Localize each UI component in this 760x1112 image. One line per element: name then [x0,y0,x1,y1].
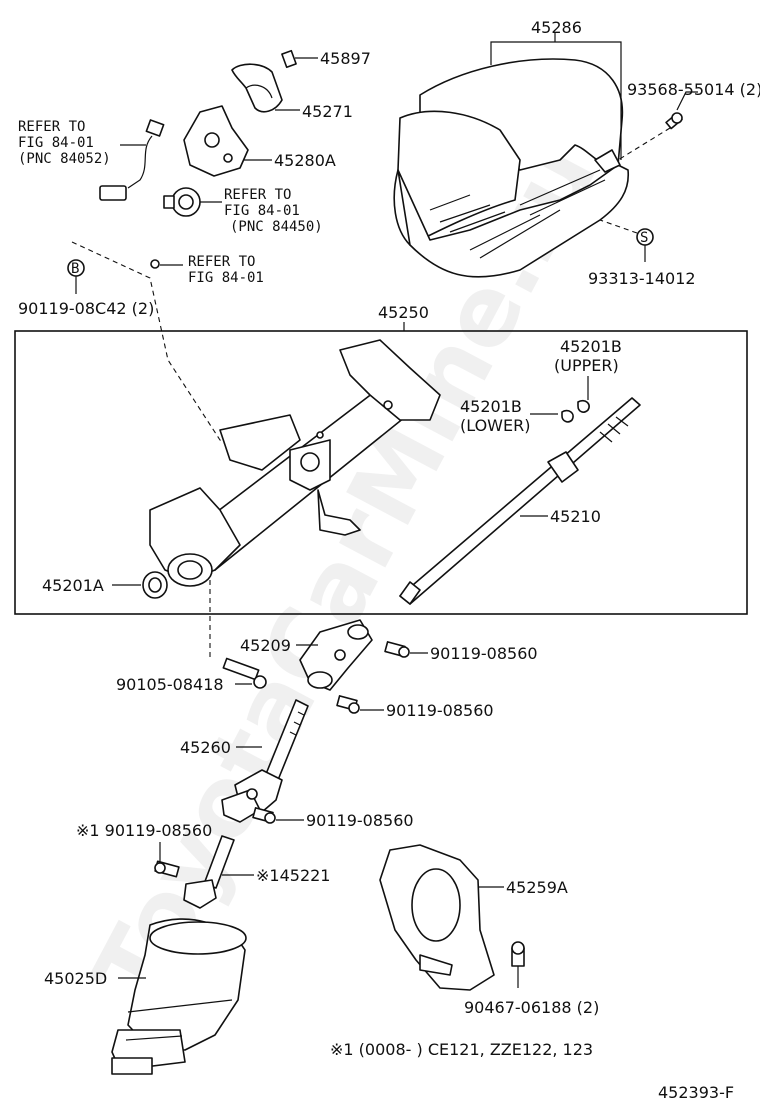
label-45210: 45210 [550,507,601,526]
column-cover-45286[interactable] [393,58,629,278]
refer1-line3: (PNC 84052) [18,151,111,167]
label-90467: 90467-06188 (2) [464,998,599,1017]
cover-45259A[interactable] [379,844,495,991]
boot-45025D[interactable] [111,918,247,1075]
label-93568: 93568-55014 (2) [627,80,760,99]
bolt-90119-08560-d[interactable] [154,860,180,878]
label-90119-08560-b: 90119-08560 [386,701,494,720]
label-45201B-upper-num: 45201B [560,337,622,356]
label-45201B-lower-txt: (LOWER) [460,416,530,435]
label-90105-08418: 90105-08418 [116,675,224,694]
label-45897: 45897 [320,49,371,68]
main-shaft-45210[interactable] [399,397,641,605]
bracket-45271[interactable] [231,63,283,113]
bolt-90119-08560-c[interactable] [252,807,276,824]
assembly-frame-45250 [14,330,748,615]
label-45259A: 45259A [506,878,568,897]
refer2-line2: FIG 84-01 [224,203,300,219]
label-45201B-upper-txt: (UPPER) [554,356,619,375]
refer1-line2: FIG 84-01 [18,135,94,151]
badge-b-letter: B [71,261,79,277]
refer2-line3: (PNC 84450) [230,219,323,235]
label-90119-08C42: 90119-08C42 (2) [18,299,154,318]
badge-s-letter: S [640,230,648,246]
label-145221: ※145221 [256,866,330,885]
label-90119-08560-d: ※1 90119-08560 [76,821,212,840]
label-45209: 45209 [240,636,291,655]
label-45271: 45271 [302,102,353,121]
label-90119-08560-c: 90119-08560 [306,811,414,830]
bushing-45201A[interactable] [142,571,168,599]
clips-45201B[interactable] [561,399,590,423]
diagram-id: 452393-F [658,1083,734,1102]
label-45286: 45286 [531,18,582,37]
universal-joint-45209[interactable] [299,619,373,691]
label-45025D: 45025D [44,969,107,988]
sensor-unit[interactable] [163,187,201,217]
bolt-90119-08560-a[interactable] [384,641,410,658]
leader-45286 [490,32,622,160]
clip-90467[interactable] [511,941,525,967]
switch-connector[interactable] [99,119,165,201]
refer2-line1: REFER TO [224,187,291,203]
small-screw[interactable] [150,259,160,269]
label-45280A: 45280A [274,151,336,170]
bolt-90105-08418[interactable] [222,657,267,689]
screw-45897[interactable] [281,49,297,69]
label-45260: 45260 [180,738,231,757]
column-tube-45250[interactable] [149,339,441,587]
label-45250: 45250 [378,303,429,322]
applicability-note: ※1 (0008- ) CE121, ZZE122, 123 [330,1040,593,1059]
label-90119-08560-a: 90119-08560 [430,644,538,663]
bolt-90119-08560-b[interactable] [336,695,360,714]
refer3-line2: FIG 84-01 [188,270,264,286]
refer3-line1: REFER TO [188,254,255,270]
refer1-line1: REFER TO [18,119,85,135]
label-45201B-lower-num: 45201B [460,397,522,416]
screw-93568[interactable] [665,112,683,130]
bracket-45280A[interactable] [183,105,249,177]
label-93313: 93313-14012 [588,269,696,288]
sub-shaft-145221[interactable] [183,835,235,909]
label-45201A: 45201A [42,576,104,595]
